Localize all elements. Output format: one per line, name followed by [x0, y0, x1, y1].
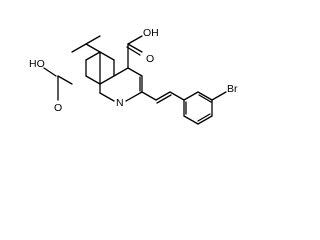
- bond: [197, 91, 213, 101]
- bromine-label: Br: [227, 83, 238, 95]
- bond: [85, 51, 101, 61]
- bond: [156, 94, 172, 104]
- bond: [99, 75, 115, 85]
- bond: [85, 43, 101, 53]
- bond: [43, 67, 57, 77]
- bond: [71, 43, 87, 53]
- bond: [211, 91, 227, 101]
- bond: [183, 115, 199, 125]
- bond: [99, 92, 115, 102]
- bond: [198, 94, 212, 103]
- bond: [197, 115, 213, 125]
- bond: [125, 91, 143, 102]
- bond: [85, 75, 101, 85]
- bond: [155, 91, 171, 101]
- bonds: [43, 35, 227, 125]
- top-carboxyl-hydroxyl-label: OH: [143, 27, 159, 39]
- nitrogen-label: N: [116, 97, 124, 109]
- bond: [126, 46, 141, 56]
- molecule-structure: O OH O HO N Br: [29, 27, 238, 125]
- bond: [57, 75, 73, 85]
- bond: [113, 67, 129, 77]
- bond: [183, 91, 199, 101]
- bond: [141, 91, 157, 101]
- left-carboxyl-hydroxyl-label: HO: [29, 58, 45, 70]
- bond: [127, 67, 143, 77]
- bond: [127, 43, 143, 53]
- bond: [197, 113, 211, 122]
- top-carboxyl-oxygen-label: O: [146, 53, 154, 65]
- bond: [169, 91, 185, 101]
- bond: [99, 51, 115, 61]
- bond: [127, 35, 143, 45]
- bond: [85, 35, 101, 45]
- left-carboxyl-oxygen-label: O: [54, 102, 62, 114]
- atom-labels: O OH O HO N Br: [29, 27, 238, 114]
